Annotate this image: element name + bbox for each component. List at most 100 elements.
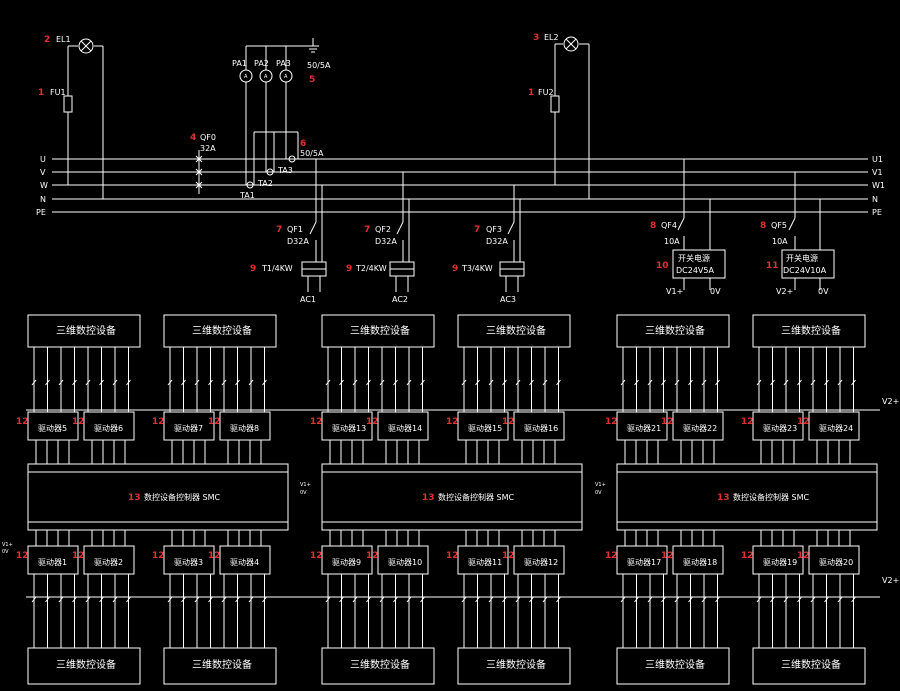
driver-num: 12	[208, 417, 221, 427]
driver-num: 12	[366, 551, 379, 561]
svg-text:T3/4KW: T3/4KW	[461, 264, 493, 273]
driver-label: 驱动器14	[388, 423, 422, 433]
controller-label: 数控设备控制器 SMC	[438, 492, 515, 502]
driver-label: 驱动器24	[819, 423, 853, 433]
svg-text:D32A: D32A	[375, 237, 397, 246]
svg-text:1: 1	[38, 88, 44, 98]
equipment-label: 三维数控设备	[486, 324, 546, 337]
svg-text:7: 7	[474, 225, 480, 235]
svg-text:DC24V10A: DC24V10A	[783, 266, 827, 275]
controller-label: 数控设备控制器 SMC	[733, 492, 810, 502]
power-supply-box	[781, 249, 835, 279]
svg-text:V1+: V1+	[666, 287, 683, 296]
branch-qf2: 7 QF2 D32A 9 T2/4KW AC2	[346, 172, 415, 304]
equipment-label: 三维数控设备	[350, 658, 410, 671]
main-breaker-qf0: 4 QF0 32A	[190, 133, 216, 194]
svg-text:V2+: V2+	[776, 287, 793, 296]
svg-text:7: 7	[276, 225, 282, 235]
ct-label-ta2: TA2	[257, 179, 273, 188]
fuse-icon	[550, 95, 560, 113]
rail-label: V2+	[882, 576, 899, 585]
driver-label: 驱动器18	[683, 557, 717, 567]
branch-qf5-psu2: 8 QF5 10A 11 开关电源 DC24V10A V2+ 0V	[760, 172, 835, 296]
driver-num: 12	[502, 551, 515, 561]
bus-label-u: U	[40, 155, 46, 164]
driver-label: 驱动器7	[174, 423, 203, 433]
driver-num: 12	[502, 417, 515, 427]
svg-text:2: 2	[44, 35, 50, 45]
equipment-label: 三维数控设备	[192, 658, 252, 671]
svg-text:A: A	[284, 74, 288, 80]
ct-label-ta1: TA1	[239, 191, 255, 200]
equipment-box	[457, 647, 571, 685]
rail-label: V1+	[2, 542, 13, 548]
bus-label-pe-right: PE	[872, 208, 882, 217]
svg-text:QF4: QF4	[661, 221, 677, 230]
driver-label: 驱动器16	[524, 423, 558, 433]
equipment-label: 三维数控设备	[486, 658, 546, 671]
svg-text:5: 5	[309, 75, 315, 85]
driver-num: 12	[208, 551, 221, 561]
control-section: V2+V2+V1+0V三维数控设备三维数控设备三维数控设备三维数控设备三维数控设…	[2, 314, 899, 685]
driver-num: 12	[310, 417, 323, 427]
equipment-label: 三维数控设备	[645, 324, 705, 337]
bus-label-u1: U1	[872, 155, 883, 164]
svg-text:9: 9	[346, 264, 352, 274]
equipment-box	[616, 314, 730, 348]
rail-label: V2+	[882, 397, 899, 406]
equipment-box	[752, 314, 866, 348]
branch-qf4-psu1: 8 QF4 10A 10 开关电源 DC24V5A V1+ 0V	[650, 159, 726, 296]
controller-num: 13	[717, 493, 730, 503]
svg-text:10: 10	[656, 261, 669, 271]
svg-text:AC1: AC1	[300, 295, 316, 304]
controller-box	[321, 463, 583, 531]
driver-num: 12	[152, 551, 165, 561]
svg-text:AC3: AC3	[500, 295, 516, 304]
bus-label-w1: W1	[872, 181, 885, 190]
bus-label-w: W	[40, 181, 48, 190]
driver-label: 驱动器21	[627, 423, 661, 433]
driver-num: 12	[366, 417, 379, 427]
main-breaker-rating: 32A	[200, 144, 216, 153]
equipment-box	[752, 647, 866, 685]
svg-text:QF5: QF5	[771, 221, 787, 230]
driver-label: 驱动器2	[94, 557, 123, 567]
bus-label-v1: V1	[872, 168, 883, 177]
svg-text:D32A: D32A	[486, 237, 508, 246]
bus-label-pe: PE	[36, 208, 46, 217]
equipment-label: 三维数控设备	[781, 658, 841, 671]
svg-text:QF1: QF1	[287, 225, 303, 234]
svg-text:开关电源: 开关电源	[786, 253, 818, 263]
ct-label-ta3: TA3	[277, 166, 293, 175]
svg-text:9: 9	[250, 264, 256, 274]
svg-text:0V: 0V	[710, 287, 721, 296]
driver-num: 12	[72, 417, 85, 427]
driver-num: 12	[605, 551, 618, 561]
driver-label: 驱动器19	[763, 557, 797, 567]
driver-num: 12	[797, 417, 810, 427]
equipment-box	[321, 314, 435, 348]
controller-num: 13	[422, 493, 435, 503]
equipment-label: 三维数控设备	[645, 658, 705, 671]
svg-text:4: 4	[190, 133, 196, 143]
driver-label: 驱动器20	[819, 557, 853, 567]
svg-text:T2/4KW: T2/4KW	[355, 264, 387, 273]
equipment-box	[457, 314, 571, 348]
lamp-label-el1: EL1	[56, 35, 71, 44]
driver-label: 驱动器9	[332, 557, 361, 567]
